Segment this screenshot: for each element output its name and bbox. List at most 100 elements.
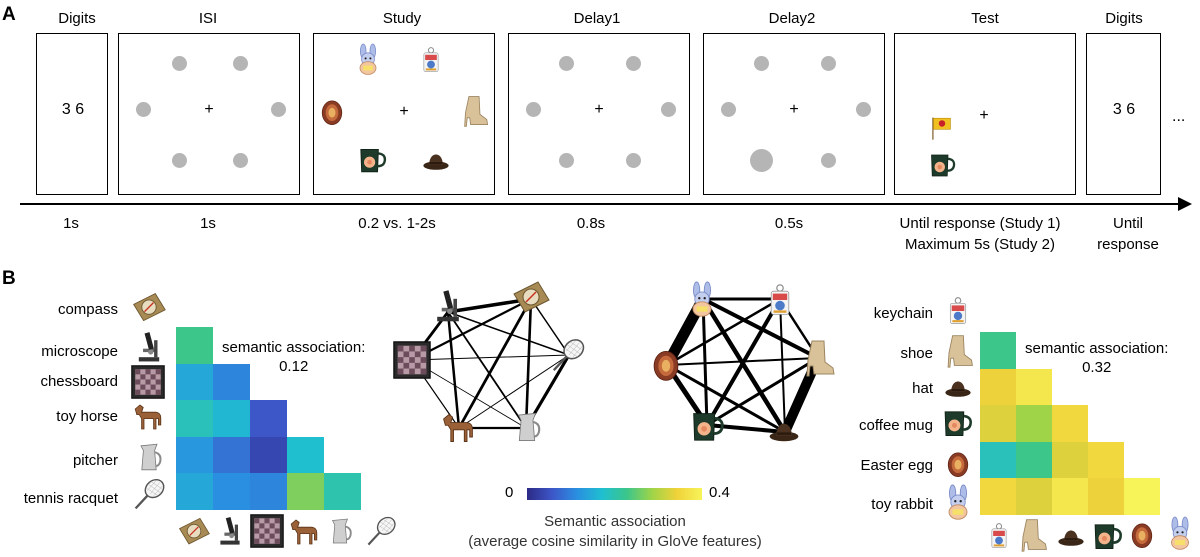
matrix-cell xyxy=(213,436,250,474)
high-item-label: hat xyxy=(912,380,933,397)
keychain-icon xyxy=(986,518,1012,554)
matrix-cell xyxy=(250,473,287,510)
hat-icon xyxy=(420,146,452,174)
colorbar-title: Semantic association (average cosine sim… xyxy=(468,512,761,552)
low-association-label: semantic association: xyxy=(222,339,366,356)
rabbit-icon xyxy=(352,42,384,78)
compass-icon xyxy=(130,290,168,326)
microscope-icon xyxy=(132,330,166,364)
low-association-annotation: semantic association: 0.12 xyxy=(222,338,365,376)
matrix-cell xyxy=(980,332,1016,369)
low-item-label: pitcher xyxy=(72,452,118,469)
colorbar xyxy=(527,488,702,500)
network-edge xyxy=(410,297,533,362)
placeholder-dot xyxy=(526,102,541,117)
network-edge xyxy=(701,297,820,360)
matrix-cell xyxy=(980,478,1016,515)
high-item-label: Easter egg xyxy=(860,457,933,474)
coffee-mug-icon xyxy=(927,148,957,180)
low-item-label: tennis racquet xyxy=(23,490,118,507)
matrix-cell xyxy=(213,400,250,437)
rabbit-icon xyxy=(940,484,976,522)
digits2-value: 3 6 xyxy=(1112,101,1136,118)
panel-a-letter: A xyxy=(2,4,16,25)
network-edge xyxy=(665,363,787,434)
keychain-icon xyxy=(764,280,796,320)
tennis-racquet-icon xyxy=(365,514,399,548)
matrix-cell xyxy=(1016,478,1052,515)
duration-digits: 1s xyxy=(63,215,79,232)
easter-egg-icon xyxy=(318,94,346,130)
duration-final: Until response xyxy=(1097,213,1159,255)
duration-test: Until response (Study 1) Maximum 5s (Stu… xyxy=(900,213,1061,255)
digits2-label: Digits xyxy=(1105,10,1143,27)
colorbar-title-line2: (average cosine similarity in GloVe feat… xyxy=(468,533,762,550)
network-edge xyxy=(705,356,820,427)
rabbit-icon xyxy=(1163,515,1197,553)
placeholder-dot xyxy=(821,56,836,71)
matrix-cell xyxy=(250,400,287,437)
network-edge xyxy=(780,353,823,437)
toy-horse-icon xyxy=(285,516,323,548)
microscope-icon xyxy=(430,288,466,324)
hat-icon xyxy=(764,414,804,446)
digits2-frame: 3 6 xyxy=(1086,33,1161,195)
digits-frame: 3 6 xyxy=(36,33,108,195)
matrix-cell xyxy=(176,473,213,510)
colorbar-max-label: 0.4 xyxy=(709,484,730,501)
timeline-arrowhead xyxy=(1178,197,1192,211)
matrix-cell xyxy=(980,405,1016,442)
matrix-cell xyxy=(1016,405,1052,442)
network-edge xyxy=(705,423,787,434)
matrix-cell xyxy=(213,363,250,401)
matrix-cell xyxy=(176,436,213,474)
fixation-cross: + xyxy=(594,101,604,118)
chessboard-icon xyxy=(131,365,165,399)
placeholder-dot xyxy=(136,102,151,117)
chessboard-icon xyxy=(250,514,284,548)
duration-isi: 1s xyxy=(200,215,216,232)
fixation-cross: + xyxy=(204,101,214,118)
shoe-icon xyxy=(798,336,838,380)
placeholder-dot xyxy=(233,153,248,168)
network-edge xyxy=(457,297,533,430)
pitcher-icon xyxy=(325,513,355,549)
placeholder-dot xyxy=(271,102,286,117)
placeholder-dot xyxy=(626,153,641,168)
coffee-mug-icon xyxy=(1090,517,1124,553)
matrix-cell xyxy=(1052,405,1088,442)
tennis-racquet-icon xyxy=(132,476,168,512)
matrix-cell xyxy=(1124,478,1160,515)
network-edge xyxy=(458,354,570,429)
toy-horse-icon xyxy=(130,401,166,433)
test-label: Test xyxy=(971,10,999,27)
delay1-frame: + xyxy=(508,33,690,195)
placeholder-dot xyxy=(821,153,836,168)
duration-test-line2: Maximum 5s (Study 2) xyxy=(904,236,1056,253)
coffee-mug-icon xyxy=(356,142,388,176)
placeholder-dot xyxy=(754,56,769,71)
compass-icon xyxy=(176,515,212,549)
matrix-cell xyxy=(1016,368,1052,406)
high-association-annotation: semantic association: 0.32 xyxy=(1025,339,1168,377)
keychain-icon xyxy=(418,42,444,78)
matrix-cell xyxy=(1088,478,1124,515)
matrix-cell xyxy=(287,473,324,510)
tennis-racquet-icon xyxy=(550,336,588,374)
colorbar-min-label: 0 xyxy=(505,484,514,501)
matrix-cell xyxy=(1052,441,1088,479)
network-edge xyxy=(447,311,570,356)
placeholder-dot xyxy=(172,56,187,71)
duration-final-line1: Until xyxy=(1112,215,1143,232)
network-edge xyxy=(779,298,786,433)
high-association-value: 0.32 xyxy=(1082,359,1112,376)
isi-frame: + xyxy=(118,33,300,195)
chessboard-icon xyxy=(393,341,431,379)
duration-delay1: 0.8s xyxy=(576,215,606,232)
network-edge xyxy=(411,354,570,361)
placeholder-dot xyxy=(856,102,871,117)
hat-icon xyxy=(940,373,976,401)
isi-label: ISI xyxy=(198,10,218,27)
matrix-cell xyxy=(980,368,1016,406)
placeholder-dot xyxy=(559,56,574,71)
